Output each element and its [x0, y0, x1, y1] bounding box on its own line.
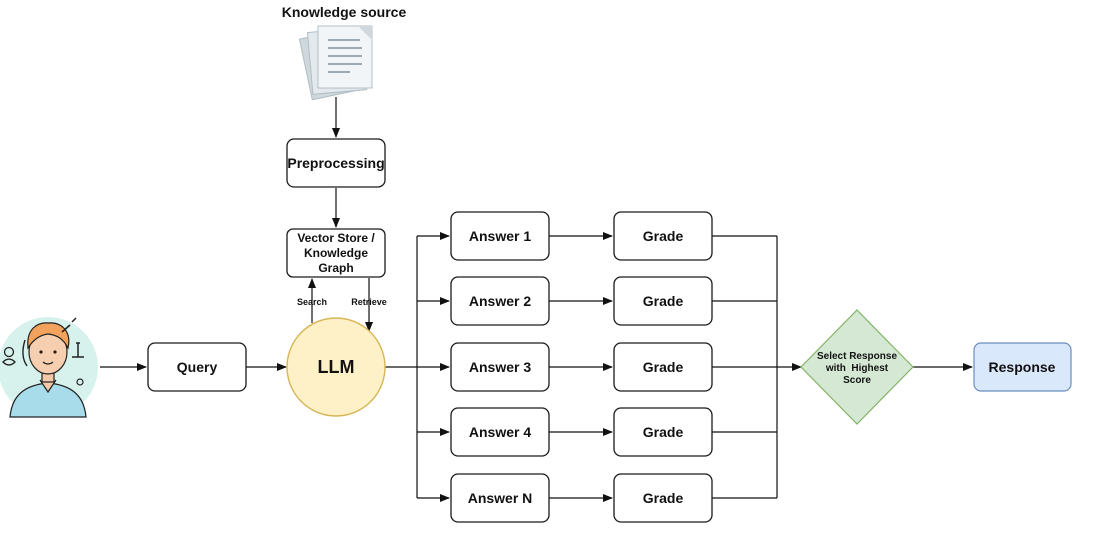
- grade-node-n: Grade: [613, 473, 713, 523]
- grade-label: Grade: [643, 359, 684, 375]
- user-avatar: [0, 317, 98, 418]
- llm-circle-outline: [286, 317, 386, 417]
- answer-label: Answer 4: [469, 424, 531, 440]
- retrieve-label: Retrieve: [351, 297, 387, 307]
- decision-diamond-outline: [800, 309, 914, 425]
- answer-node-1: Answer 1: [450, 211, 550, 261]
- answer-label: Answer N: [468, 490, 533, 506]
- grade-node-3: Grade: [613, 342, 713, 392]
- select-label-line-2: with Highest: [825, 363, 889, 374]
- vector-store-label-line-1: Vector Store /: [297, 231, 375, 245]
- answer-node-n: Answer N: [450, 473, 550, 523]
- query-label: Query: [177, 359, 218, 375]
- answer-node-3: Answer 3: [450, 342, 550, 392]
- answer-label: Answer 2: [469, 293, 531, 309]
- preprocessing-label: Preprocessing: [287, 155, 384, 171]
- grade-label: Grade: [643, 228, 684, 244]
- grade-node-1: Grade: [613, 211, 713, 261]
- select-label-line-3: Score: [843, 375, 871, 386]
- edges: [100, 97, 973, 502]
- response-box-outline: [973, 342, 1072, 392]
- llm-label: LLM: [318, 357, 355, 377]
- grade-label: Grade: [643, 293, 684, 309]
- vector-store-label-line-3: Graph: [318, 261, 353, 275]
- response-box: [974, 343, 1071, 391]
- documents-icon: [298, 25, 373, 101]
- llm-node: LLM: [286, 317, 386, 417]
- select-response-decision: Select Response with Highest Score: [800, 309, 914, 425]
- answer-node-4: Answer 4: [450, 407, 550, 457]
- select-label-line-1: Select Response: [817, 351, 897, 362]
- response-label: Response: [989, 359, 1056, 375]
- vector-store-node: Vector Store / Knowledge Graph: [286, 228, 386, 278]
- search-label: Search: [297, 297, 327, 307]
- grade-label: Grade: [643, 490, 684, 506]
- knowledge-source-title: Knowledge source: [282, 4, 407, 20]
- answer-node-2: Answer 2: [450, 276, 550, 326]
- query-node: Query: [147, 342, 247, 392]
- vector-store-label-line-2: Knowledge: [304, 246, 368, 260]
- answer-label: Answer 1: [469, 228, 531, 244]
- grade-label: Grade: [643, 424, 684, 440]
- grade-node-4: Grade: [613, 407, 713, 457]
- preprocessing-node: Preprocessing: [286, 138, 386, 188]
- grade-node-2: Grade: [613, 276, 713, 326]
- response-node: Response: [973, 342, 1072, 392]
- answer-label: Answer 3: [469, 359, 531, 375]
- llm-circle: [287, 318, 385, 416]
